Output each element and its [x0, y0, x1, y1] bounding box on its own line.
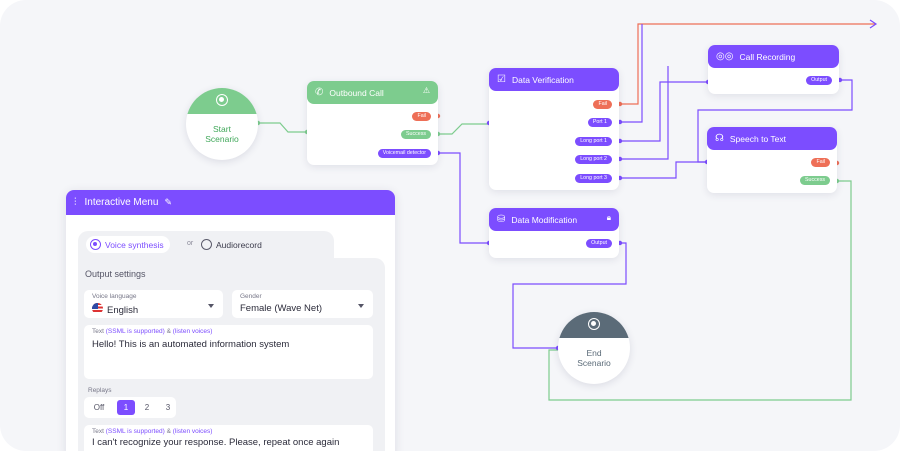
port-long3[interactable]: Long port 3 [575, 174, 612, 183]
end-label-line1: End [586, 348, 602, 358]
output-settings-section: Output settings Voice language English G… [78, 258, 385, 451]
close-circle-icon [588, 318, 600, 330]
wire-verify-port1 [620, 24, 643, 123]
end-cap [558, 312, 630, 338]
port-output[interactable]: Output [586, 239, 612, 248]
node-title: Outbound Call [329, 87, 384, 98]
us-flag-icon [92, 303, 103, 314]
tab-audiorecord[interactable]: Audiorecord [201, 236, 262, 253]
replay-option-3[interactable]: 3 [165, 403, 171, 412]
label-amp: & [166, 428, 171, 435]
field-value: Hello! This is an automated information … [92, 339, 290, 350]
node-title: Call Recording [739, 51, 796, 62]
node-header[interactable]: ✆ Outbound Call ⚠ [307, 81, 438, 104]
replay-option-1[interactable]: 1 [117, 400, 135, 415]
end-label-line2: Scenario [577, 358, 611, 368]
field-value: Female (Wave Net) [240, 303, 322, 314]
port-long2[interactable]: Long port 2 [575, 155, 612, 164]
checklist-icon: ☑ [497, 74, 506, 85]
or-separator: or [187, 240, 194, 247]
outbound-call-node[interactable]: ✆ Outbound Call ⚠ Fail Success Voicemail… [307, 81, 438, 165]
start-label-line1: Start [213, 124, 231, 134]
node-title: Data Modification [511, 214, 578, 225]
panel-header: ⫶ Interactive Menu ✎ [66, 190, 395, 215]
phone-outgoing-icon: ✆ [315, 87, 324, 98]
replay-option-off[interactable]: Off [93, 403, 105, 412]
node-header[interactable]: ◎◎ Call Recording [708, 45, 839, 68]
start-scenario-node[interactable]: Start Scenario [186, 88, 258, 160]
chevron-down-icon [208, 304, 214, 308]
synthesis-tabs: Voice synthesis or Audiorecord [78, 231, 334, 258]
listen-voices-link[interactable]: (listen voices) [172, 328, 213, 335]
field-label: Voice language [92, 293, 137, 300]
label-amp: & [166, 328, 171, 335]
port-fail[interactable]: Fail [412, 112, 431, 121]
tab-label: Audiorecord [216, 239, 262, 250]
data-verification-node[interactable]: ☑ Data Verification Fail Port 1 Long por… [489, 68, 619, 190]
retry-text-field[interactable]: Text (SSML is supported) & (listen voice… [84, 425, 373, 451]
port-port1[interactable]: Port 1 [587, 118, 612, 127]
interactive-menu-panel: ⫶ Interactive Menu ✎ Voice synthesis or … [66, 190, 395, 451]
end-scenario-node[interactable]: End Scenario [558, 312, 630, 384]
target-icon [216, 94, 228, 106]
chevron-down-icon [358, 304, 364, 308]
radio-unchecked-icon [201, 239, 212, 250]
lock-icon[interactable]: 🔒︎ [606, 213, 611, 222]
node-title: Speech to Text [729, 133, 786, 144]
gender-select[interactable]: Gender Female (Wave Net) [232, 290, 373, 318]
speech-to-text-node[interactable]: ☊ Speech to Text Fail Success [707, 127, 837, 193]
node-header[interactable]: ☑ Data Verification [489, 68, 619, 91]
data-modification-node[interactable]: ⛁ Data Modification 🔒︎ Output [489, 208, 619, 258]
wire-start-outbound [258, 122, 307, 133]
wire-verify-fail [620, 23, 875, 105]
wire-verify-long1 [620, 81, 708, 142]
replays-selector: Off 1 2 3 [84, 397, 176, 418]
tab-voice-synthesis[interactable]: Voice synthesis [86, 236, 170, 253]
listen-voices-link[interactable]: (listen voices) [172, 428, 213, 435]
port-fail[interactable]: Fail [593, 100, 612, 109]
ssml-link[interactable]: (SSML is supported) [105, 328, 165, 335]
wire-verify-long3 [620, 161, 707, 179]
tab-label: Voice synthesis [105, 239, 164, 250]
port-long1[interactable]: Long port 1 [575, 137, 612, 146]
port-fail[interactable]: Fail [811, 158, 830, 167]
field-label: Gender [240, 293, 262, 300]
start-label-line2: Scenario [205, 134, 239, 144]
radio-checked-icon [90, 239, 101, 250]
arrow-head [869, 19, 878, 29]
port-success[interactable]: Success [799, 176, 830, 185]
wire-success-verify [438, 123, 489, 135]
node-header[interactable]: ⛁ Data Modification 🔒︎ [489, 208, 619, 231]
section-title: Output settings [85, 269, 146, 279]
wire-modify-output [512, 242, 627, 349]
port-output[interactable]: Output [806, 76, 832, 85]
pencil-icon[interactable]: ✎ [164, 197, 172, 207]
field-value: English [107, 305, 139, 316]
wire-recording-output [697, 79, 853, 163]
node-title: Data Verification [511, 74, 574, 85]
greeting-text-field[interactable]: Text (SSML is supported) & (listen voice… [84, 325, 373, 379]
voice-language-select[interactable]: Voice language English [84, 290, 223, 318]
label-text: Text [92, 428, 104, 435]
call-recording-node[interactable]: ◎◎ Call Recording Output [708, 45, 839, 94]
field-value: I can't recognize your response. Please,… [92, 437, 340, 448]
node-header[interactable]: ☊ Speech to Text [707, 127, 837, 150]
speech-icon: ☊ [715, 133, 724, 144]
replay-option-2[interactable]: 2 [144, 403, 150, 412]
voicemail-icon: ◎◎ [716, 51, 734, 62]
sliders-icon: ⫶ [74, 197, 77, 208]
wire-stt-success [548, 180, 852, 401]
warning-icon[interactable]: ⚠ [422, 86, 430, 95]
port-success[interactable]: Success [400, 130, 431, 139]
port-voicemail[interactable]: Voicemail detector [377, 149, 431, 158]
ssml-link[interactable]: (SSML is supported) [105, 428, 165, 435]
wire-voicemail-modify [438, 152, 489, 244]
database-icon: ⛁ [497, 214, 506, 225]
wire-verify-long2 [620, 66, 669, 160]
replays-label: Replays [88, 387, 112, 394]
start-cap [186, 88, 258, 114]
panel-title: Interactive Menu [84, 197, 159, 208]
label-text: Text [92, 328, 104, 335]
